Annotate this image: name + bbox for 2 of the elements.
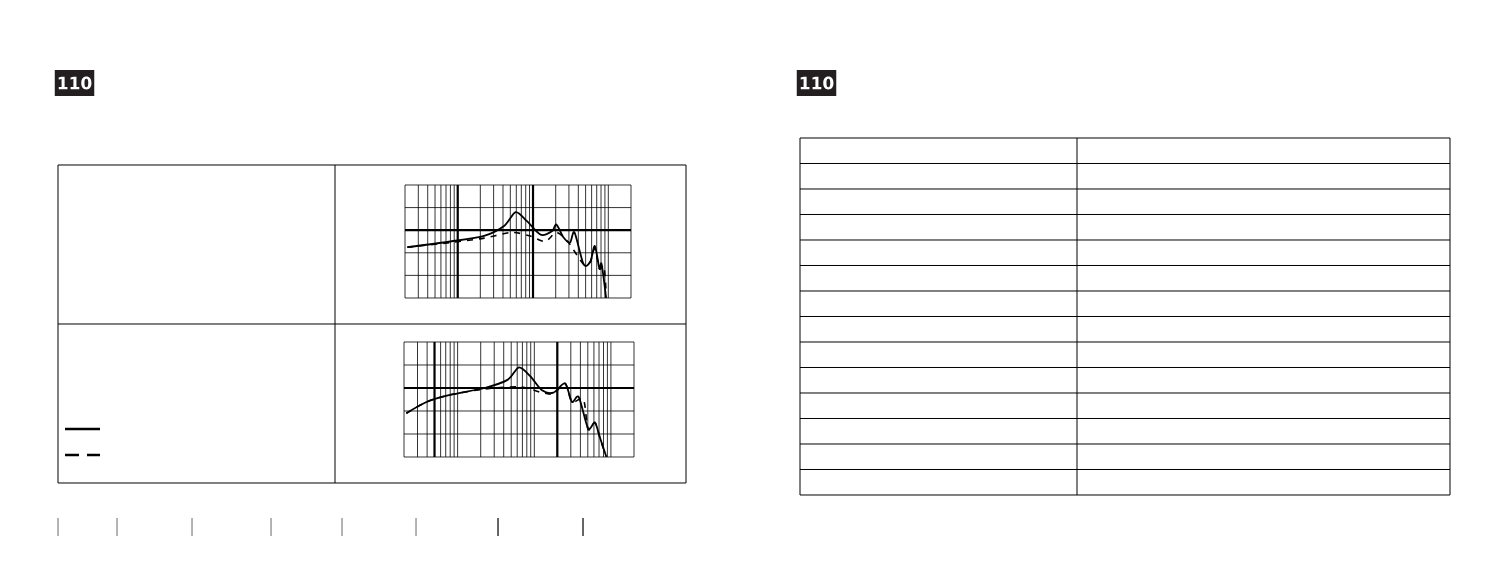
page-number-badge: 110	[796, 70, 837, 96]
page-number-badge: 110	[54, 70, 95, 96]
